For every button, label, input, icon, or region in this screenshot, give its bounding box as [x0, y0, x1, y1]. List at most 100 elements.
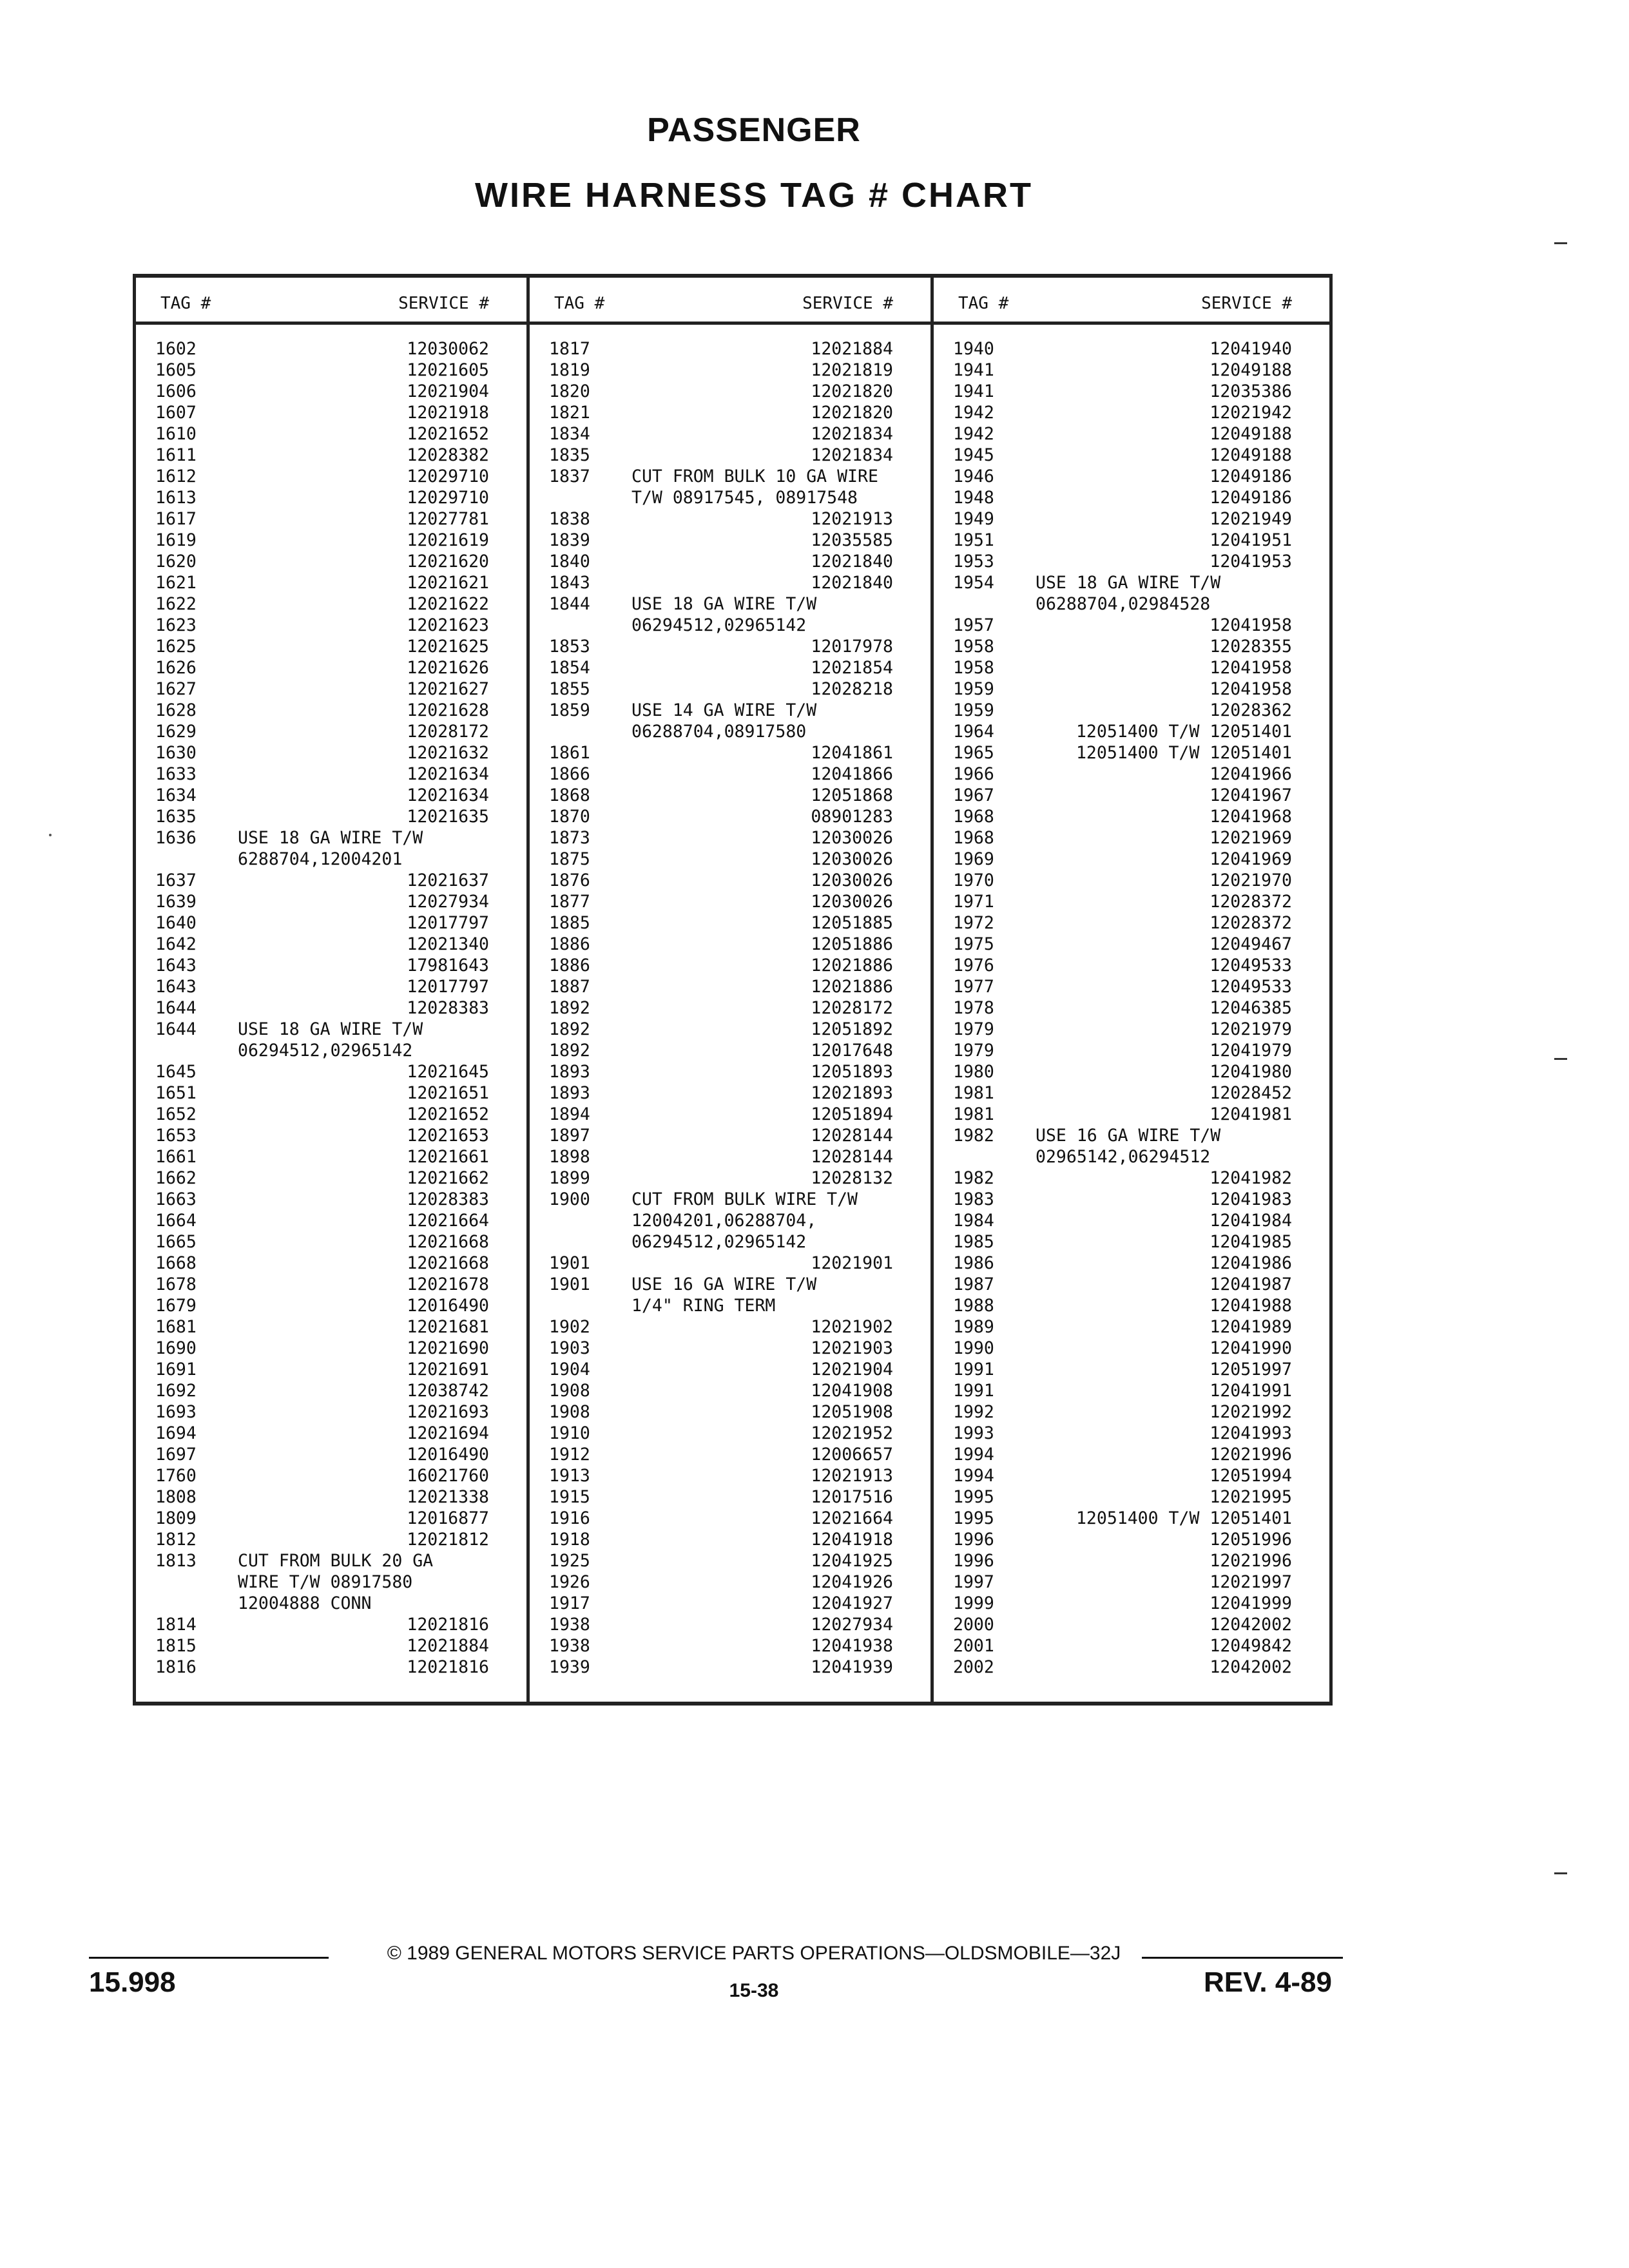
tag-number: 1916 — [549, 1508, 590, 1528]
tag-number: 1982 — [953, 1126, 994, 1146]
tag-number: 1613 — [155, 488, 197, 508]
tag-number: 1980 — [953, 1062, 994, 1082]
tag-number: 1816 — [155, 1657, 197, 1677]
service-number: 12049188 — [1210, 360, 1292, 380]
service-number: 12021652 — [407, 1104, 489, 1124]
tag-number: 1979 — [953, 1041, 994, 1061]
tag-number: 1663 — [155, 1189, 197, 1209]
tag-number: 1910 — [549, 1423, 590, 1443]
tag-number: 1990 — [953, 1338, 994, 1358]
service-number: 12041967 — [1210, 785, 1292, 805]
tag-number: 1853 — [549, 637, 590, 657]
service-number: 12028172 — [407, 722, 489, 742]
service-number: 12021622 — [407, 594, 489, 614]
service-number: 12021621 — [407, 573, 489, 593]
service-number: 12041958 — [1210, 615, 1292, 635]
tag-number: 1664 — [155, 1211, 197, 1231]
service-number: 12021694 — [407, 1423, 489, 1443]
service-note: USE 18 GA WIRE T/W — [631, 594, 817, 614]
tag-number: 1639 — [155, 892, 197, 912]
service-number: 12021913 — [811, 509, 893, 529]
service-number: 12021997 — [1210, 1572, 1292, 1592]
tag-number: 1939 — [549, 1657, 590, 1677]
service-number: 12021626 — [407, 658, 489, 678]
service-number: 12021619 — [407, 530, 489, 550]
tag-number: 1665 — [155, 1232, 197, 1252]
tag-number: 1645 — [155, 1062, 197, 1082]
tag-number: 1887 — [549, 977, 590, 997]
tag-number: 1861 — [549, 743, 590, 763]
service-number: 12041940 — [1210, 339, 1292, 359]
service-number: 12041925 — [811, 1551, 893, 1571]
table-row: 06294512,02965142 — [530, 1231, 930, 1253]
service-number: 12021902 — [811, 1317, 893, 1337]
service-note: 12004201,06288704, — [631, 1211, 817, 1231]
tag-number: 1968 — [953, 807, 994, 827]
table-row: 06294512,02965142 — [530, 615, 930, 636]
tag-number: 1820 — [549, 381, 590, 401]
tag-number: 1840 — [549, 552, 590, 572]
footer-section: 15.998 — [89, 1966, 176, 1998]
tag-number: 1958 — [953, 658, 994, 678]
service-number: 12017797 — [407, 977, 489, 997]
service-number: 12029710 — [407, 466, 489, 486]
table-row: 06288704,08917580 — [530, 721, 930, 742]
service-number: 12030026 — [811, 892, 893, 912]
tag-number: 1814 — [155, 1615, 197, 1635]
service-number: 12021634 — [407, 785, 489, 805]
tag-number: 1644 — [155, 998, 197, 1018]
tag-number: 1994 — [953, 1466, 994, 1486]
tag-number: 1988 — [953, 1296, 994, 1316]
tag-number: 1958 — [953, 637, 994, 657]
tag-number: 1873 — [549, 828, 590, 848]
tag-number: 1835 — [549, 445, 590, 465]
service-note: USE 14 GA WIRE T/W — [631, 700, 817, 720]
service-number: 12051908 — [811, 1402, 893, 1422]
service-number: 12021668 — [407, 1253, 489, 1273]
tag-number: 1854 — [549, 658, 590, 678]
service-number: 12021627 — [407, 679, 489, 699]
tag-number: 1997 — [953, 1572, 994, 1592]
service-number: 12021635 — [407, 807, 489, 827]
tag-number: 1959 — [953, 700, 994, 720]
tag-number: 1954 — [953, 573, 994, 593]
tag-number: 1892 — [549, 998, 590, 1018]
service-number: 12029710 — [407, 488, 489, 508]
